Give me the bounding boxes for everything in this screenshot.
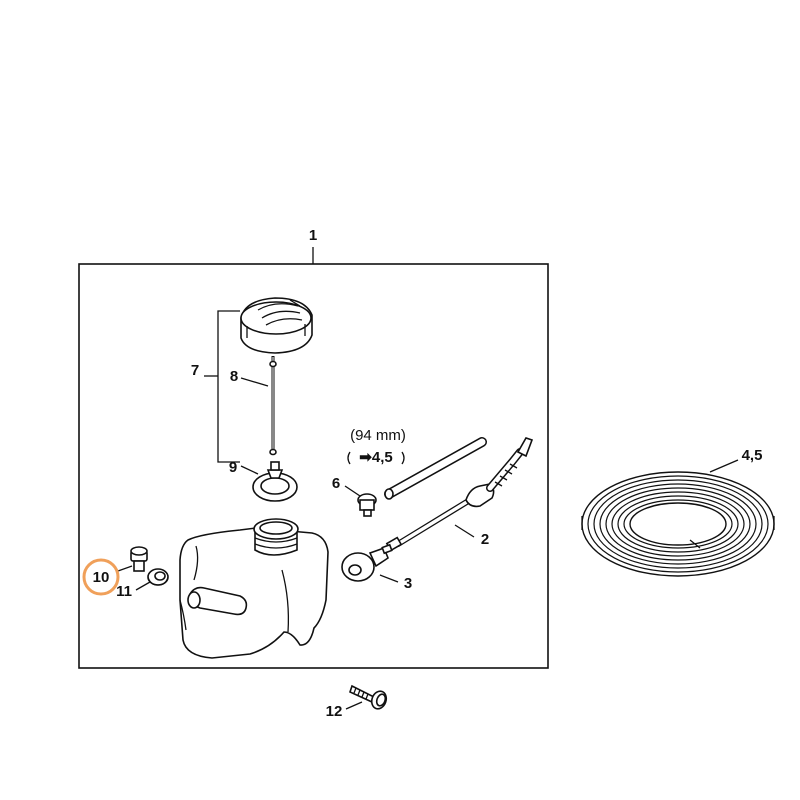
- paren-close: [401, 451, 405, 465]
- callout-7[interactable]: 7: [191, 362, 199, 379]
- callout-8[interactable]: 8: [230, 368, 238, 385]
- callout-1[interactable]: 1: [309, 227, 317, 244]
- hose-94mm[interactable]: [384, 437, 487, 500]
- callout-9[interactable]: 9: [229, 459, 237, 476]
- paren-open: [347, 451, 351, 465]
- plug-10[interactable]: [130, 546, 148, 572]
- callout-12[interactable]: 12: [326, 703, 343, 720]
- callout-6[interactable]: 6: [332, 475, 340, 492]
- callout-2[interactable]: 2: [481, 531, 489, 548]
- filter-3[interactable]: [341, 543, 393, 582]
- callout-4-5[interactable]: 4,5: [742, 447, 763, 464]
- retainer-wire[interactable]: [269, 356, 277, 456]
- reference-parts: 4,5: [372, 449, 393, 466]
- grommet-11[interactable]: [147, 568, 169, 586]
- fuel-cap[interactable]: [240, 297, 313, 354]
- hose-reference-label: ➡4,5: [359, 449, 392, 466]
- screw-12[interactable]: [349, 684, 389, 711]
- fuel-tank[interactable]: [179, 518, 329, 659]
- callout-10[interactable]: 10: [93, 569, 110, 586]
- seal-disc[interactable]: [252, 461, 298, 502]
- hose-length-label: (94 mm): [350, 427, 406, 444]
- reference-arrow: ➡: [359, 449, 372, 466]
- fitting-6[interactable]: [357, 493, 377, 517]
- coiled-hose-4-5[interactable]: [581, 471, 775, 577]
- callout-11[interactable]: 11: [116, 583, 132, 600]
- callout-3[interactable]: 3: [404, 575, 412, 592]
- highlight-circle[interactable]: [82, 558, 120, 596]
- fuel-line-2[interactable]: [385, 437, 534, 552]
